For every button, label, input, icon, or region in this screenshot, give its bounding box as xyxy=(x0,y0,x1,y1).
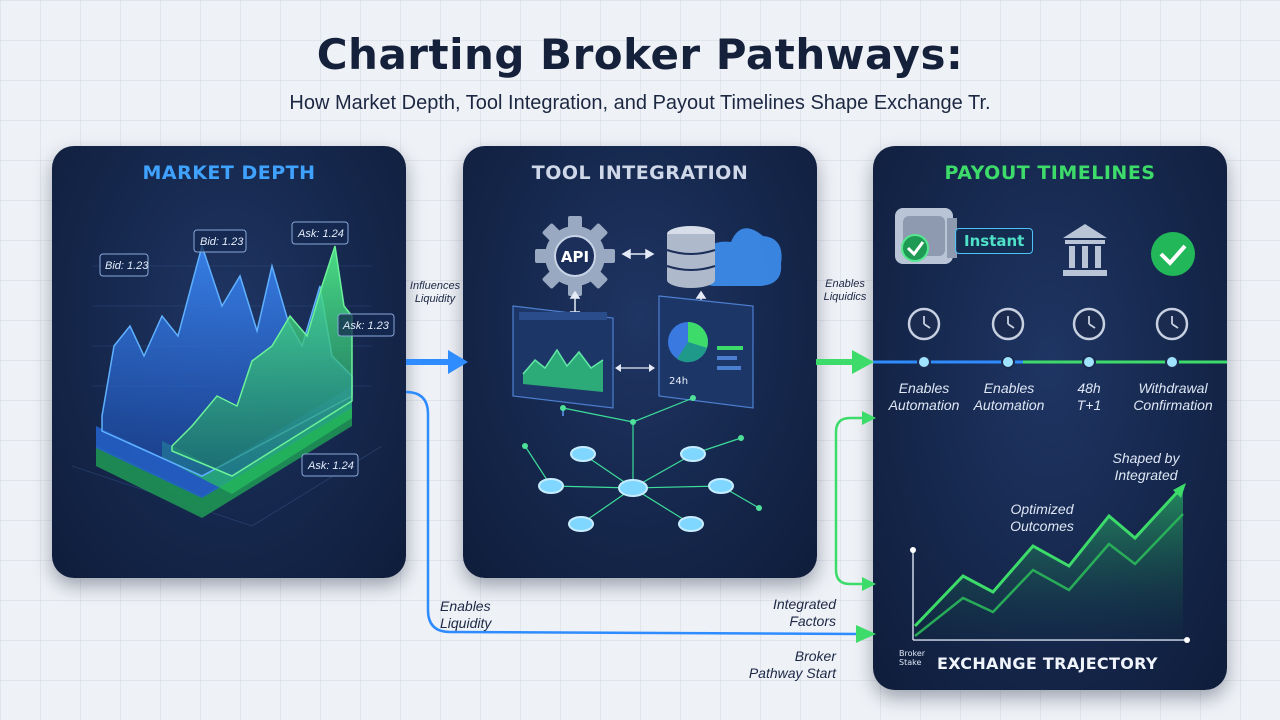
tool-integration-graphic: API xyxy=(512,216,782,532)
timeline-label-1: Enables Automation xyxy=(888,380,960,413)
flow-label-integrated: Integrated Factors xyxy=(772,596,836,629)
market-label-2: Bid: 1.23 xyxy=(200,236,244,248)
annotation-shaped-by: Shaped by Integrated xyxy=(1112,450,1180,483)
market-depth-chart: Bid: 1.23 Bid: 1.23 Ask: 1.24 Ask: 1.23 … xyxy=(71,221,395,527)
market-label-1: Bid: 1.23 xyxy=(105,260,149,272)
depth-area-green xyxy=(171,245,353,477)
annotation-optimized: Optimized Outcomes xyxy=(1010,501,1074,534)
market-label-5: Ask: 1.24 xyxy=(307,460,354,472)
tool-integration-title: TOOL INTEGRATION xyxy=(531,162,749,184)
annotation-broker-stake: Broker Stake xyxy=(899,649,926,667)
flow-label-enables-top: Enables Liquidics xyxy=(823,278,867,304)
payout-timelines-title: PAYOUT TIMELINES xyxy=(944,162,1156,184)
pie-chart-icon: 24h xyxy=(658,295,754,409)
panel-tool-integration: TOOL INTEGRATION API xyxy=(463,146,817,578)
dashboard-24h-label: 24h xyxy=(669,376,688,387)
exchange-trajectory-title: EXCHANGE TRAJECTORY xyxy=(937,654,1158,673)
flow-label-enables-bottom: Enables Liquidity xyxy=(440,598,492,631)
gear-icon: API xyxy=(535,216,615,296)
instant-badge: Instant xyxy=(955,228,1034,254)
vault-icon xyxy=(895,208,957,264)
page-subtitle: How Market Depth, Tool Integration, and … xyxy=(289,92,991,114)
market-label-4: Ask: 1.23 xyxy=(342,320,390,332)
market-depth-title: MARKET DEPTH xyxy=(142,162,316,184)
depth-slab-blue-middle xyxy=(96,386,352,498)
dashboard-chart-icon xyxy=(512,305,614,416)
timeline-label-4: Withdrawal Confirmation xyxy=(1133,380,1213,413)
market-label-3: Ask: 1.24 xyxy=(297,228,344,240)
payout-graphic xyxy=(873,208,1227,643)
trajectory-chart xyxy=(910,483,1190,643)
timeline-label-3: 48h T+1 xyxy=(1076,380,1102,413)
panel-market-depth: MARKET DEPTH xyxy=(52,146,406,578)
arrow-integrated-factors xyxy=(834,416,872,586)
bank-icon xyxy=(1063,224,1107,276)
database-cloud-icon xyxy=(666,226,782,288)
double-arrow-icon xyxy=(621,248,655,260)
api-label: API xyxy=(561,248,589,266)
clock-icon xyxy=(907,307,1189,341)
check-circle-icon xyxy=(1151,232,1195,276)
timeline-label-2: Enables Automation xyxy=(973,380,1045,413)
flow-label-broker: Broker Pathway Start xyxy=(748,648,836,681)
timeline-dots xyxy=(917,355,1179,369)
page-title: Charting Broker Pathways: xyxy=(316,30,964,79)
panel-payout-timelines: PAYOUT TIMELINES xyxy=(873,146,1227,690)
flow-label-influences: Influences Liquidity xyxy=(409,280,461,306)
network-icon xyxy=(524,397,760,525)
depth-slab-green-bottom xyxy=(96,406,352,518)
